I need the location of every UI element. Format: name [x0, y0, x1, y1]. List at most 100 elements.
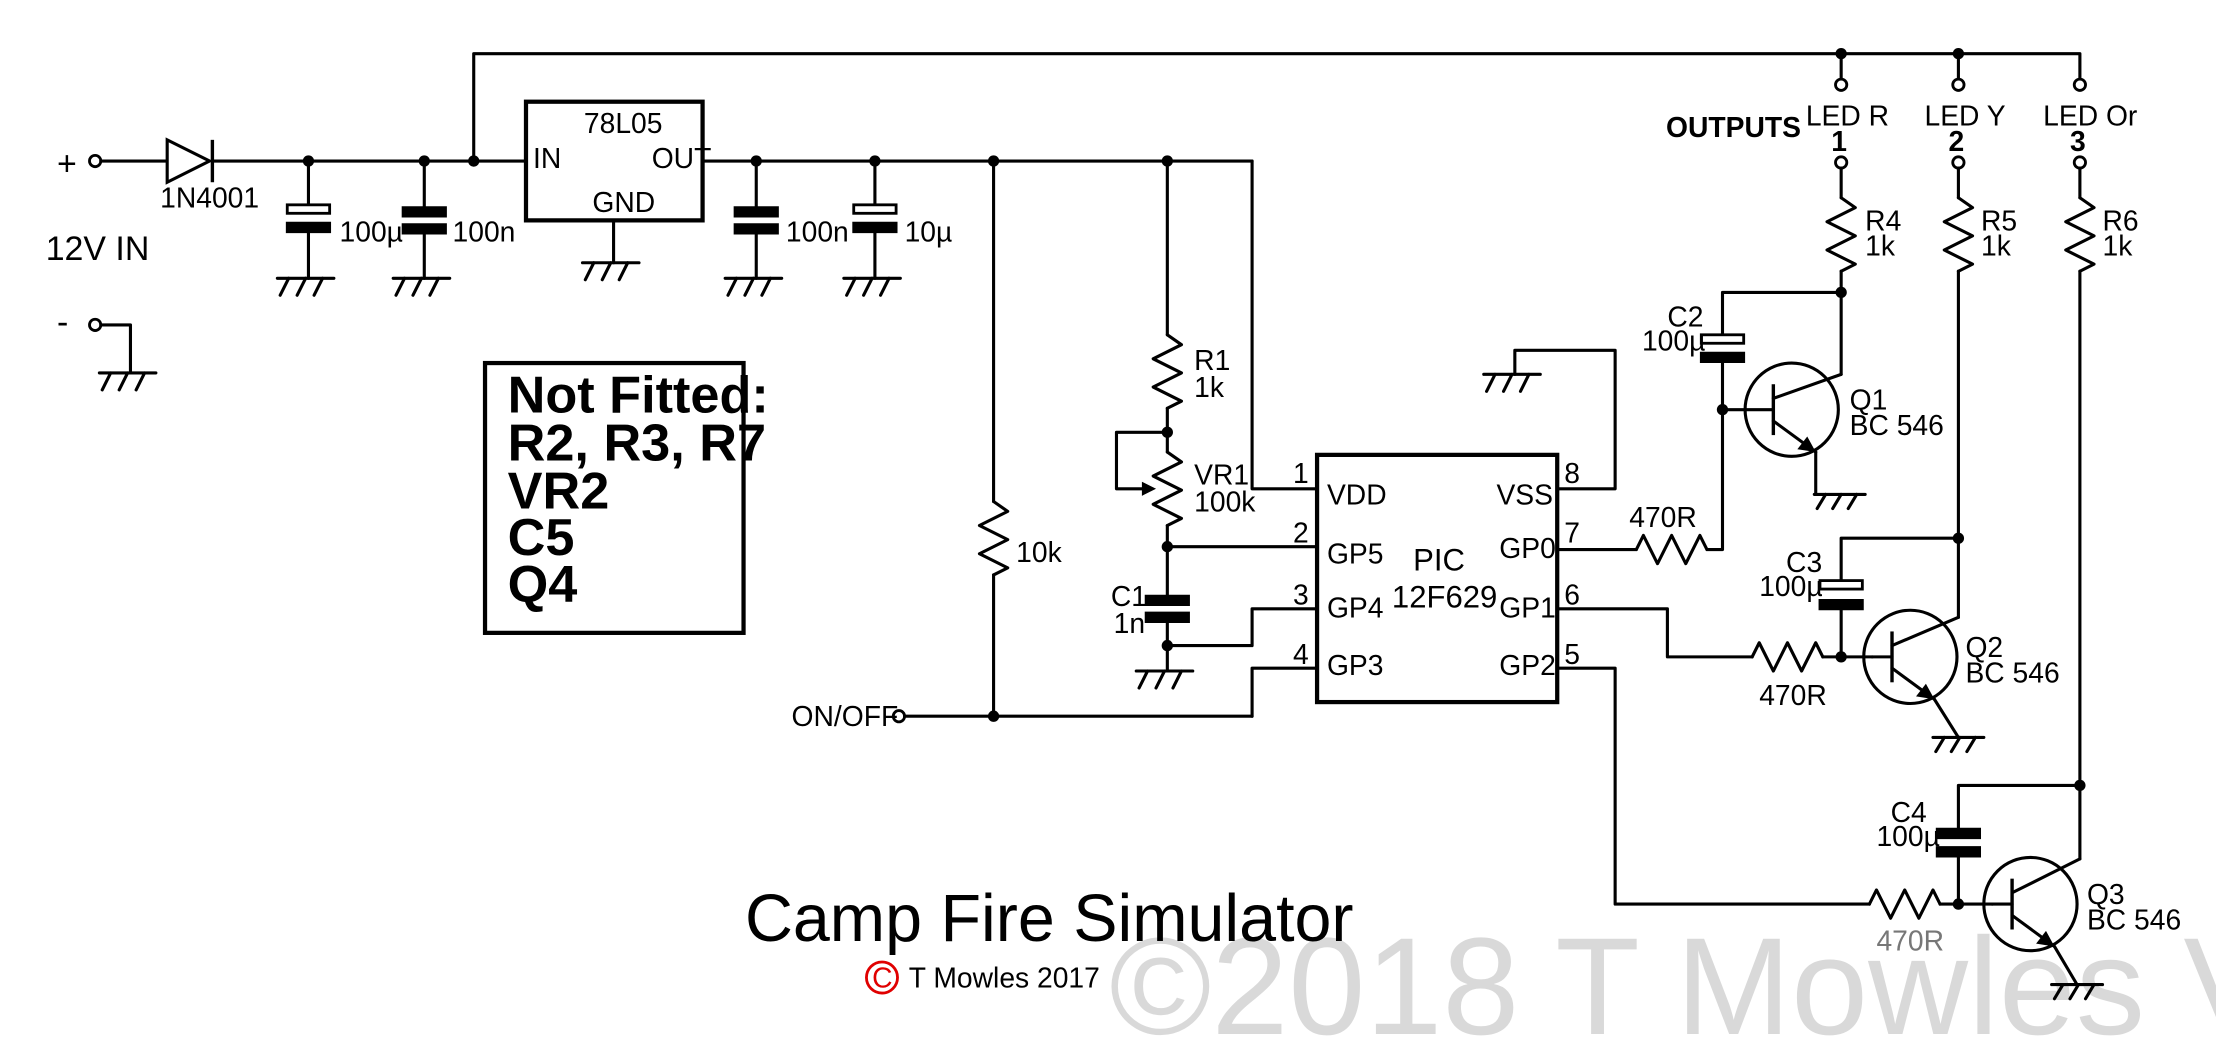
pin-number: 3 [1293, 579, 1309, 611]
led-resistor-name: R6 [2102, 204, 2138, 236]
ground-symbol [1812, 492, 1867, 511]
led-resistor-name: R5 [1981, 204, 2017, 236]
led-label: LED Or [2043, 100, 2137, 132]
ground-symbol [275, 276, 336, 297]
ground-symbol [1482, 372, 1542, 393]
base-resistor-3-value: 470R [1876, 925, 1944, 957]
led-resistor-value: 1k [2102, 230, 2133, 262]
resistor-10k [977, 499, 1010, 577]
transistor-type: BC 546 [2087, 904, 2181, 936]
outputs-heading: OUTPUTS [1666, 111, 1801, 143]
ground-symbol [580, 261, 641, 282]
base-resistor-1-value: 470R [1629, 501, 1697, 533]
resistor-r1 [1151, 333, 1184, 410]
regulator-out-label: OUT [652, 142, 712, 174]
author-text: T Mowles 2017 [909, 961, 1100, 993]
pin-number: 2 [1293, 516, 1309, 548]
pin-label: GP4 [1327, 591, 1384, 623]
transistor-type: BC 546 [1850, 409, 1944, 441]
onoff-label: ON/OFF [792, 700, 899, 732]
led-label: LED Y [1925, 100, 2006, 132]
ground-symbol [1931, 735, 1986, 754]
regulator-name: 78L05 [584, 107, 663, 139]
pin-number: 4 [1293, 638, 1309, 670]
pic-part: 12F629 [1392, 579, 1497, 614]
input-voltage-label: 12V IN [46, 230, 150, 268]
led-number: 1 [1831, 125, 1847, 157]
not-fitted-box: Not Fitted: R2, R3, R7 VR2 C5 Q4 [482, 360, 769, 635]
cap-in2-value: 100n [453, 216, 516, 248]
transistor-name: Q3 [2087, 878, 2125, 910]
pin-number: 1 [1293, 457, 1309, 489]
pin-label: GP3 [1327, 649, 1384, 681]
vr1-wiper-link [1114, 430, 1169, 491]
transistor-name: Q1 [1850, 384, 1888, 416]
led-label: LED R [1806, 100, 1889, 132]
ground-symbol [97, 371, 158, 392]
copyright-letter: C [872, 961, 892, 993]
regulator-78l05: 78L05 IN OUT GND [523, 99, 712, 282]
input-section: + 1N4001 12V IN - 100µ 100n [46, 48, 2082, 392]
vr1-value: 100k [1194, 485, 1256, 517]
output-led-or: LED Or 3 R6 1k C4 100µ Q3 BC 546 [1876, 77, 2181, 1001]
resistor-470r-q2 [1750, 641, 1825, 673]
pin-number: 7 [1564, 516, 1580, 548]
led-number: 3 [2070, 125, 2086, 157]
base-resistor-2-value: 470R [1759, 679, 1827, 711]
regulator-gnd-label: GND [592, 186, 655, 218]
pin-label: GP1 [1499, 591, 1556, 623]
diode-1n4001 [165, 137, 215, 185]
transistor-q3 [1982, 855, 2079, 953]
not-fitted-item: C5 [508, 509, 575, 567]
r1-name: R1 [1194, 344, 1230, 376]
led-resistor-value: 1k [1981, 230, 2012, 262]
pin-label: GP0 [1499, 532, 1556, 564]
pin-number: 6 [1564, 579, 1580, 611]
ground-symbol [2050, 983, 2105, 1001]
pin-label: VSS [1496, 478, 1553, 510]
output-led-y: LED Y 2 R5 1k C3 100µ Q2 BC 546 [1759, 77, 2060, 754]
not-fitted-item: VR2 [508, 463, 610, 521]
copyright-icon: C [865, 960, 899, 995]
diagram-title: Camp Fire Simulator [745, 882, 1354, 956]
resistor-470r-q1 [1634, 533, 1709, 566]
output-cap-name: C2 [1667, 300, 1703, 332]
ground-symbol [391, 276, 452, 297]
pin-label: GP5 [1327, 538, 1384, 570]
watermark-text: ©2018 T Mowles VK5TM [1109, 910, 2216, 1051]
pic-12f629: PIC 12F629 1 VDD 2 GP5 3 GP4 4 GP3 8 VSS… [1293, 452, 1580, 705]
plus-label: + [57, 145, 77, 183]
led-resistor-name: R4 [1865, 204, 1901, 236]
output-led-r: LED R 1 R4 1k C2 100µ Q1 BC 546 [1642, 77, 1944, 511]
transistor-type: BC 546 [1965, 656, 2059, 688]
cap-out1-value: 100n [786, 216, 849, 248]
transistor-name: Q2 [1965, 631, 2003, 663]
pin-number: 5 [1564, 638, 1580, 670]
not-fitted-item: Q4 [508, 556, 578, 614]
c1-name: C1 [1111, 580, 1147, 612]
output-cap-name: C4 [1891, 796, 1927, 828]
r1-value: 1k [1194, 371, 1225, 403]
plus-terminal [88, 153, 103, 169]
cap-in1-value: 100µ [340, 216, 403, 248]
transistor-q2 [1862, 608, 1959, 706]
output-cap-name: C3 [1786, 546, 1822, 578]
led-number: 2 [1949, 125, 1965, 157]
minus-terminal [88, 317, 103, 332]
pic-name: PIC [1413, 543, 1465, 578]
output-cap-value: 100µ [1642, 324, 1705, 356]
ground-symbol [842, 276, 902, 297]
pin-number: 8 [1564, 457, 1580, 489]
ground-symbol [723, 276, 784, 297]
pin-label: GP2 [1499, 649, 1556, 681]
cap-out2-value: 10µ [905, 216, 953, 248]
diode-label: 1N4001 [160, 182, 259, 214]
minus-label: - [57, 303, 68, 341]
resistor-470r-q3 [1867, 888, 1942, 920]
variable-resistor-vr1 [1151, 450, 1184, 528]
regulator-in-label: IN [533, 142, 561, 174]
ground-symbol [1134, 669, 1195, 690]
output-cap-value: 100µ [1876, 820, 1939, 852]
